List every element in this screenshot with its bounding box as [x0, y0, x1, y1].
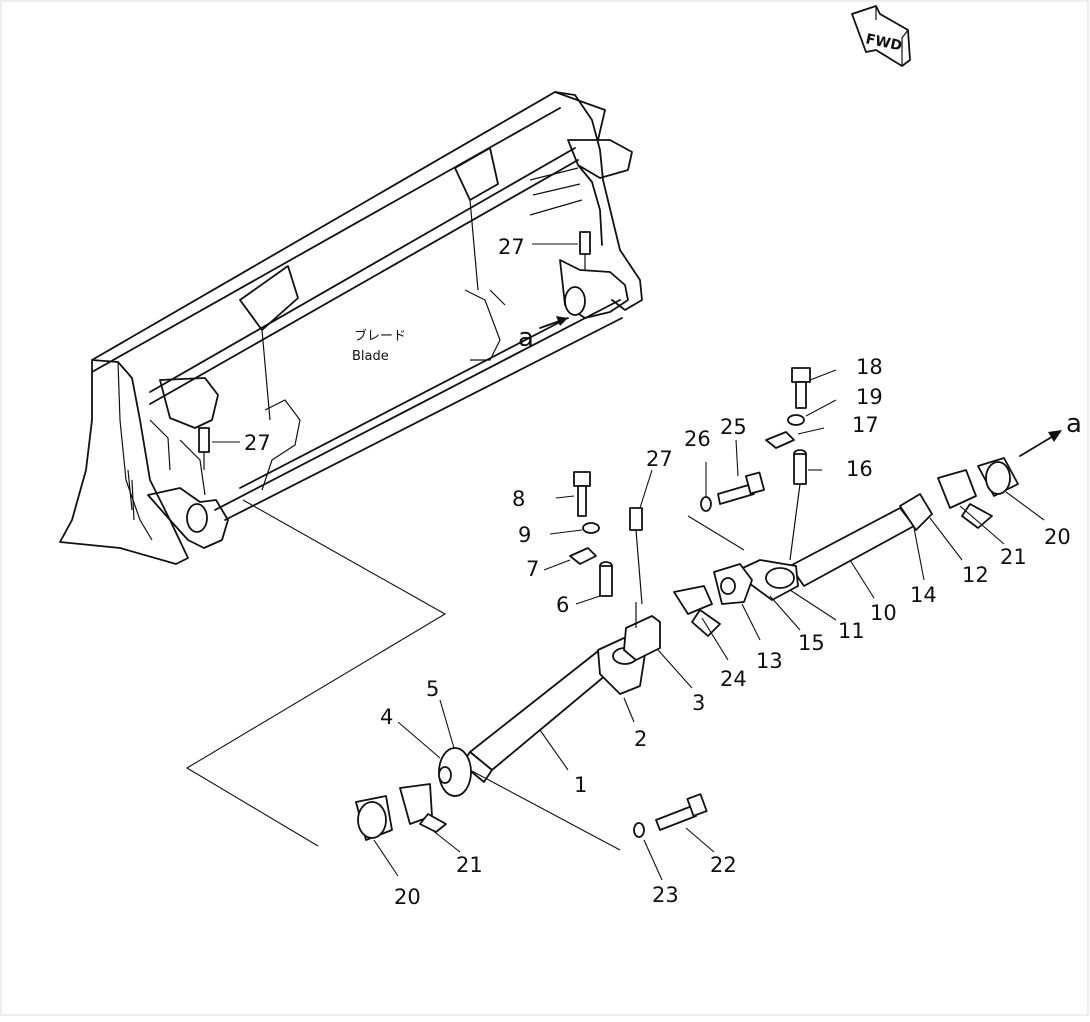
callout-13: 13: [756, 649, 783, 673]
callout-27-blade-right: 27: [498, 235, 525, 259]
washer-23-icon: [633, 822, 645, 838]
bolt-22-icon: [655, 793, 708, 831]
callout-3: 3: [692, 691, 705, 715]
cap-plate-left: [355, 795, 393, 841]
blade-assembly: [59, 91, 643, 565]
callout-1: 1: [574, 773, 587, 797]
washer-19-icon: [787, 414, 805, 426]
callout-25: 25: [720, 415, 747, 439]
callout-2: 2: [634, 727, 647, 751]
fwd-arrow-icon: FWD: [851, 5, 911, 67]
lock-plate-7-icon: [569, 547, 597, 565]
callout-11: 11: [838, 619, 865, 643]
view-marker-right: a: [1066, 409, 1082, 439]
bolt-8-icon: [573, 471, 591, 517]
washer-26-icon: [700, 496, 712, 512]
fwd-label: FWD: [864, 31, 903, 54]
view-marker-blade: a: [518, 323, 534, 353]
view-arrow-icon: [1019, 430, 1062, 457]
callout-19: 19: [856, 385, 883, 409]
callout-12: 12: [962, 563, 989, 587]
grease-fitting-icon: [629, 507, 643, 605]
cap-plate-right: [977, 457, 1019, 497]
callout-14: 14: [910, 583, 937, 607]
callout-27-blade-left: 27: [244, 431, 271, 455]
blade-label-jp: ブレード: [354, 328, 406, 344]
callout-7: 7: [526, 557, 539, 581]
grease-fitting-icon: [579, 231, 591, 270]
callout-20-right: 20: [1044, 525, 1071, 549]
callout-8: 8: [512, 487, 525, 511]
pin-16-icon: [789, 449, 807, 561]
washer-9-icon: [582, 522, 600, 534]
callout-26: 26: [684, 427, 711, 451]
shim-right: [937, 469, 993, 529]
blade-label-en: Blade: [352, 349, 389, 364]
callout-20-left: 20: [394, 885, 421, 909]
right-brace-arm: [713, 493, 933, 605]
callout-18: 18: [856, 355, 883, 379]
callout-24: 24: [720, 667, 747, 691]
callout-16: 16: [846, 457, 873, 481]
grease-fitting-icon: [198, 427, 210, 470]
callout-21-right: 21: [1000, 545, 1027, 569]
callout-10: 10: [870, 601, 897, 625]
bolt-18-icon: [791, 367, 811, 409]
lock-plate-17-icon: [765, 431, 795, 449]
pin-6-icon: [599, 561, 613, 597]
callout-27-arm: 27: [646, 447, 673, 471]
callout-9: 9: [518, 523, 531, 547]
callout-4: 4: [380, 705, 393, 729]
callout-21-left: 21: [456, 853, 483, 877]
view-arrow-icon: [539, 316, 569, 329]
shim-24-icon: [673, 585, 721, 637]
callout-15: 15: [798, 631, 825, 655]
callout-22: 22: [710, 853, 737, 877]
bolt-25-icon: [717, 471, 765, 505]
callout-23: 23: [652, 883, 679, 907]
callout-5: 5: [426, 677, 439, 701]
callout-17: 17: [852, 413, 879, 437]
left-brace-arm: [438, 602, 661, 797]
callout-6: 6: [556, 593, 569, 617]
shim-left: [399, 783, 447, 833]
